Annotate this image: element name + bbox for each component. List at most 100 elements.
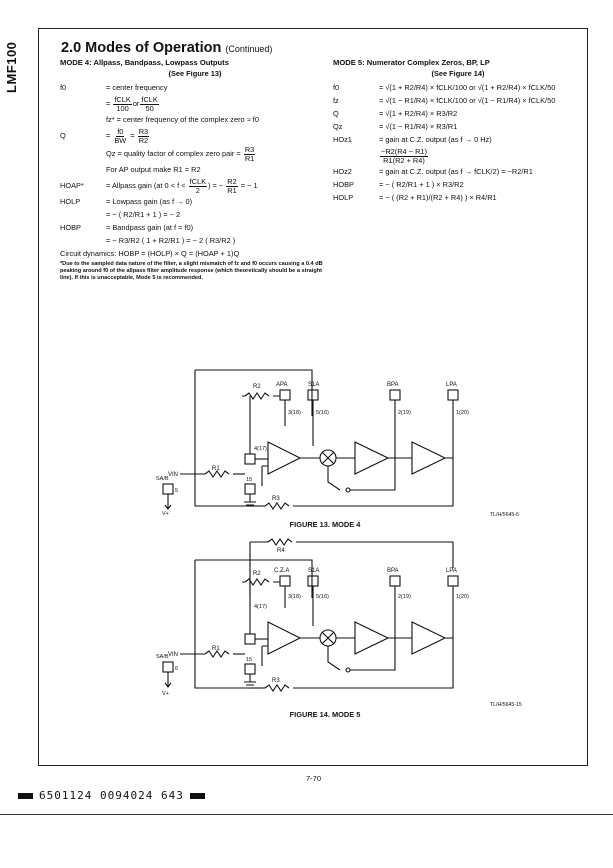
f13-sab-label: SA/B [156, 476, 169, 482]
f0-eq-b-num: fCLK [140, 95, 159, 105]
f13-pin-15: 15 [246, 477, 252, 483]
f14-pin-5-16: 5(16) [316, 594, 329, 600]
mode4-hobp-eq: = − R3/R2 ( 1 + R2/R1 ) = − 2 ( R3/R2 ) [60, 235, 330, 246]
qz-den: R1 [244, 154, 255, 164]
page-frame [38, 28, 588, 766]
f0-eq-a-den: 100 [116, 104, 129, 113]
mode5-holp-row: HOLP = − ( (R2 + R1)/(R2 + R4) ) × R4/R1 [333, 193, 583, 204]
m5-qz-symbol: Qz [333, 122, 343, 132]
hobp-equation: = − R3/R2 ( 1 + R2/R1 ) = − 2 ( R3/R2 ) [106, 235, 236, 245]
f14-pin-15: 15 [246, 657, 252, 663]
f13-pin-5-16: 5(16) [316, 410, 329, 416]
f14-r4-label: R4 [277, 548, 285, 554]
figure14-caption: FIGURE 14. MODE 5 [289, 710, 361, 719]
m5-holp-symbol: HOLP [333, 193, 354, 202]
f0-symbol: f0 [60, 83, 67, 93]
m5-fz-eq: = √(1 − R1/R4) × fCLK/100 or √(1 − R1/R4… [379, 96, 556, 106]
m5-fz-symbol: fz [333, 96, 339, 106]
f0-or: or [132, 99, 140, 109]
hoap-end: = − 1 [240, 181, 258, 191]
title-text: 2.0 Modes of Operation [61, 40, 222, 56]
hobp-symbol: HOBP [60, 222, 81, 232]
f13-r2-label: R2 [253, 384, 261, 390]
q-num1: f0 [116, 126, 125, 137]
f14-pin-2-19: 2(19) [398, 594, 411, 600]
figure14-doc-id: TL/H/5645-15 [490, 702, 522, 708]
m5-qz-eq: = √(1 − R1/R4) × R3/R1 [379, 122, 458, 132]
mode5-qz-row: Qz = √(1 − R1/R4) × R3/R1 [333, 122, 583, 133]
bottom-rule [0, 814, 613, 815]
mode4-footnote: *Due to the sampled data nature of the f… [60, 261, 323, 282]
mode4-see-figure: (See Figure 13) [168, 68, 222, 78]
mode5-fz-row: fz = √(1 − R1/R4) × fCLK/100 or √(1 − R1… [333, 96, 583, 107]
f14-vplus-label: V+ [162, 691, 169, 697]
f14-bp-label: BPA [387, 568, 399, 574]
f14-r1-label: R1 [212, 646, 220, 652]
f0-eq-a-num: fCLK [113, 95, 132, 105]
f14-r2-label: R2 [253, 571, 261, 577]
hoap-num: fCLK [188, 176, 207, 187]
barcode-left-block [18, 792, 33, 799]
m5-hoz1-symbol: HOz1 [333, 135, 352, 145]
m5-hobp-symbol: HOBP [333, 180, 354, 189]
f14-pin-4-17: 4(17) [254, 604, 267, 610]
mode4-f0-row: f0 = center frequency [60, 83, 330, 94]
f13-pin-5: 5 [175, 488, 178, 494]
fz-definition: fz* = center frequency of the complex ze… [106, 115, 259, 124]
f13-bp-label: BPA [387, 382, 399, 388]
f14-s1-label: S1A [308, 568, 319, 574]
m5-f0-symbol: f0 [333, 83, 340, 93]
f13-r3-label: R3 [272, 496, 280, 502]
mode5-hoz1-eq: −R2(R4 − R1)R1(R2 + R4) [333, 148, 583, 165]
m5-q-symbol: Q [333, 109, 339, 119]
figure13-schematic: VIN R1 R2 APA S1A BPA LPA 3(18) 5(16) 2(… [156, 369, 469, 516]
q-den1: BW [114, 135, 127, 145]
side-label: LMF100 [4, 41, 19, 93]
f14-pin-6: 6 [175, 666, 178, 672]
mode4-dynamics: Circuit dynamics: HOBP = (HOLP) × Q = (H… [60, 248, 330, 259]
barcode-right-block [189, 792, 205, 799]
q-num2: R3 [137, 126, 150, 137]
f13-vin-label: VIN [168, 472, 178, 478]
holp-definition: = Lowpass gain (as f → 0) [106, 196, 193, 206]
m5-hoz1-num: −R2(R4 − R1) [380, 147, 429, 157]
f13-r1-label: R1 [212, 466, 220, 472]
m5-f0-eq: = √(1 + R2/R4) × fCLK/100 or √(1 + R2/R4… [379, 83, 556, 93]
f13-pin-4-17: 4(17) [254, 446, 267, 452]
mode4-column: MODE 4: Allpass, Bandpass, Lowpass Outpu… [60, 58, 330, 282]
mode5-f0-row: f0 = √(1 + R2/R4) × fCLK/100 or √(1 + R2… [333, 83, 583, 94]
f14-r3-label: R3 [272, 678, 280, 684]
ap-note: For AP output make R1 = R2 [106, 165, 201, 175]
mode5-column: MODE 5: Numerator Complex Zeros, BP, LP … [333, 58, 583, 206]
m5-hoz1-den: R1(R2 + R4) [383, 156, 425, 165]
f14-sab-label: SA/B [156, 654, 169, 660]
f13-pin-1-20: 1(20) [456, 410, 469, 416]
mode4-holp-eq: = − ( R2/R1 + 1 ) = − 2 [60, 209, 330, 220]
mode5-hobp-row: HOBP = − ( R2/R1 + 1 ) × R3/R2 [333, 180, 583, 191]
f13-s1-label: S1A [308, 382, 319, 388]
m5-hoz2-symbol: HOz2 [333, 167, 352, 176]
mode4-ap-note: For AP output make R1 = R2 [60, 165, 330, 176]
mode5-hoz1-row: HOz1 = gain at C.Z. output (as f → 0 Hz) [333, 135, 583, 146]
hoap-symbol: HOAP* [60, 180, 84, 190]
mode5-hoz2-row: HOz2 = gain at C.Z. output (as f → fCLK/… [333, 167, 583, 178]
f13-pin-3-18: 3(18) [288, 410, 301, 416]
figure13-caption: FIGURE 13. MODE 4 [289, 520, 361, 529]
holp-equation: = − ( R2/R1 + 1 ) = − 2 [106, 209, 181, 219]
figure14-schematic: R4 VIN R1 R2 C.Z.A S1A BPA LPA 3(18) 5(1… [156, 538, 469, 697]
q-symbol: Q [60, 130, 66, 140]
qz-num: R3 [243, 145, 256, 156]
q-den2: R2 [138, 135, 149, 145]
page-number: 7-70 [306, 774, 322, 783]
barcode-text: 6501124 0094024 643 [39, 789, 184, 802]
hoap-tail-den: R1 [227, 185, 237, 195]
f0-definition: = center frequency [106, 83, 168, 93]
qz-definition: Qz = quality factor of complex zero pair… [106, 149, 241, 159]
f14-cz-label: C.Z.A [274, 568, 289, 574]
m5-holp-eq: = − ( (R2 + R1)/(R2 + R4) ) × R4/R1 [379, 193, 497, 202]
mode4-hobp-row: HOBP = Bandpass gain (at f = f0) [60, 222, 330, 233]
mode4-fz-row: fz* = center frequency of the complex ze… [60, 115, 330, 126]
